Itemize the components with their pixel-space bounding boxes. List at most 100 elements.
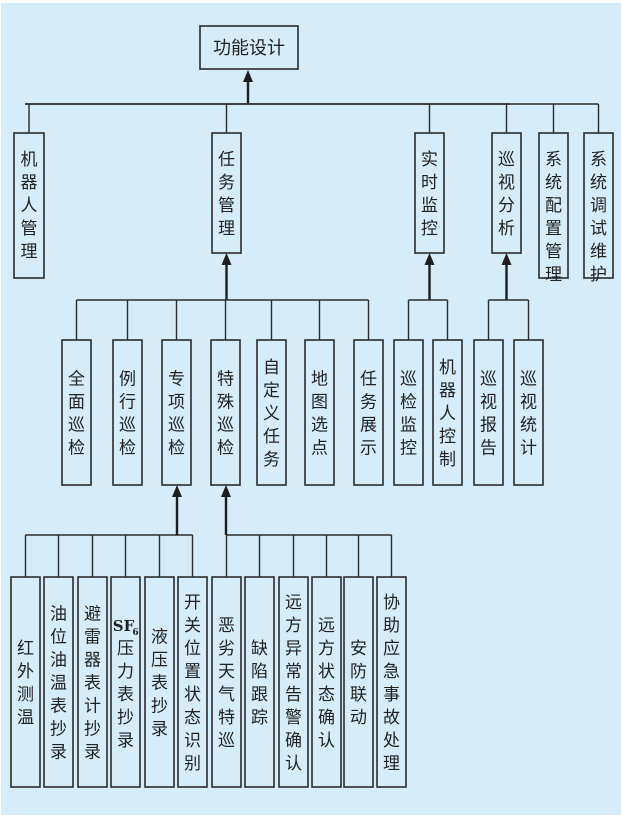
task-management-node-frame <box>112 339 143 486</box>
node-label-char: 录 <box>117 731 134 751</box>
node-label-char: 器 <box>21 173 38 193</box>
node-label-char: 踪 <box>251 708 268 728</box>
node-label-char: 制 <box>439 450 456 470</box>
special-inspection-node-frame <box>144 576 175 788</box>
node-label-char: 压 <box>151 650 168 670</box>
node-label-char: 实 <box>421 150 438 170</box>
node-label-char: 防 <box>350 662 367 682</box>
node-label-char: 表 <box>151 673 168 693</box>
node-label-char: 护 <box>590 265 607 285</box>
node-label-char: 巡 <box>400 369 417 389</box>
node-label-char: 抄 <box>50 719 67 739</box>
node-label-char: 别 <box>184 754 201 774</box>
node-label-char: 温 <box>17 708 34 728</box>
node-label-char: 告 <box>285 685 302 705</box>
extraordinary-inspection-node-frame <box>343 576 374 788</box>
special-inspection-node-frame <box>177 576 208 788</box>
node-label-char: 缺 <box>251 639 268 659</box>
node-label-char: 报 <box>480 415 497 435</box>
level1-node-frame <box>538 132 569 279</box>
node-label-char: 计 <box>520 438 537 458</box>
extraordinary-inspection-node-frame <box>244 576 275 788</box>
node-label-char: 表 <box>84 673 101 693</box>
node-label-char: 抄 <box>117 708 134 728</box>
node-label-char: 雷 <box>84 627 101 647</box>
root-node[interactable]: 功能设计 <box>199 25 299 70</box>
node-label-char: 开 <box>184 593 201 613</box>
node-label-char: 机 <box>439 358 456 378</box>
node-label-char: 器 <box>439 381 456 401</box>
realtime-monitor-node-frame <box>432 339 463 486</box>
node-label-char: 检 <box>68 438 85 458</box>
node-label-char: 行 <box>119 392 136 412</box>
node-label-char: 视 <box>498 173 515 193</box>
node-label-char: 自 <box>263 358 280 378</box>
node-label-char: 统 <box>520 415 537 435</box>
node-label-char: 确 <box>318 708 335 728</box>
node-label-char: 巡 <box>217 415 234 435</box>
node-label-char: 联 <box>350 685 367 705</box>
node-label-char: 面 <box>68 392 85 412</box>
task-management-node-frame <box>353 339 384 486</box>
realtime-monitor-node-frame <box>393 339 424 486</box>
node-label-char: 视 <box>520 392 537 412</box>
node-label-char: 全 <box>68 369 85 389</box>
node-label-char: 理 <box>383 754 400 774</box>
node-label-char: 故 <box>383 708 400 728</box>
node-label-char: 动 <box>350 708 367 728</box>
node-label-char: 警 <box>285 708 302 728</box>
node-label-char: 示 <box>360 438 377 458</box>
level1-node-frame <box>583 132 614 279</box>
level1-node-frame <box>211 132 242 254</box>
node-label-char: 调 <box>590 196 607 216</box>
node-label-char: 处 <box>383 731 400 751</box>
node-label-char: 管 <box>218 196 235 216</box>
node-label-char: 方 <box>285 616 302 636</box>
node-label-char: 表 <box>117 685 134 705</box>
node-label-char: 气 <box>218 685 235 705</box>
node-label-char: 跟 <box>251 685 268 705</box>
node-label-prefix: SF <box>113 617 135 635</box>
node-label-char: 状 <box>184 685 201 705</box>
node-label-char: 选 <box>311 415 328 435</box>
task-management-node-frame <box>161 339 192 486</box>
level1-node-frame <box>491 132 522 254</box>
node-label-char: 外 <box>17 662 34 682</box>
node-label-char: 巡 <box>520 369 537 389</box>
node-label-char: 恶 <box>218 616 235 636</box>
node-label-char: 展 <box>360 415 377 435</box>
special-inspection-node-frame <box>43 576 74 788</box>
node-label-char: 统 <box>545 173 562 193</box>
node-label-char: 陷 <box>251 662 268 682</box>
function-design-hierarchy: 功能设计机器人管理任务管理实时监控巡视分析系统配置管理系统调试维护全面巡检例行巡… <box>10 25 614 788</box>
